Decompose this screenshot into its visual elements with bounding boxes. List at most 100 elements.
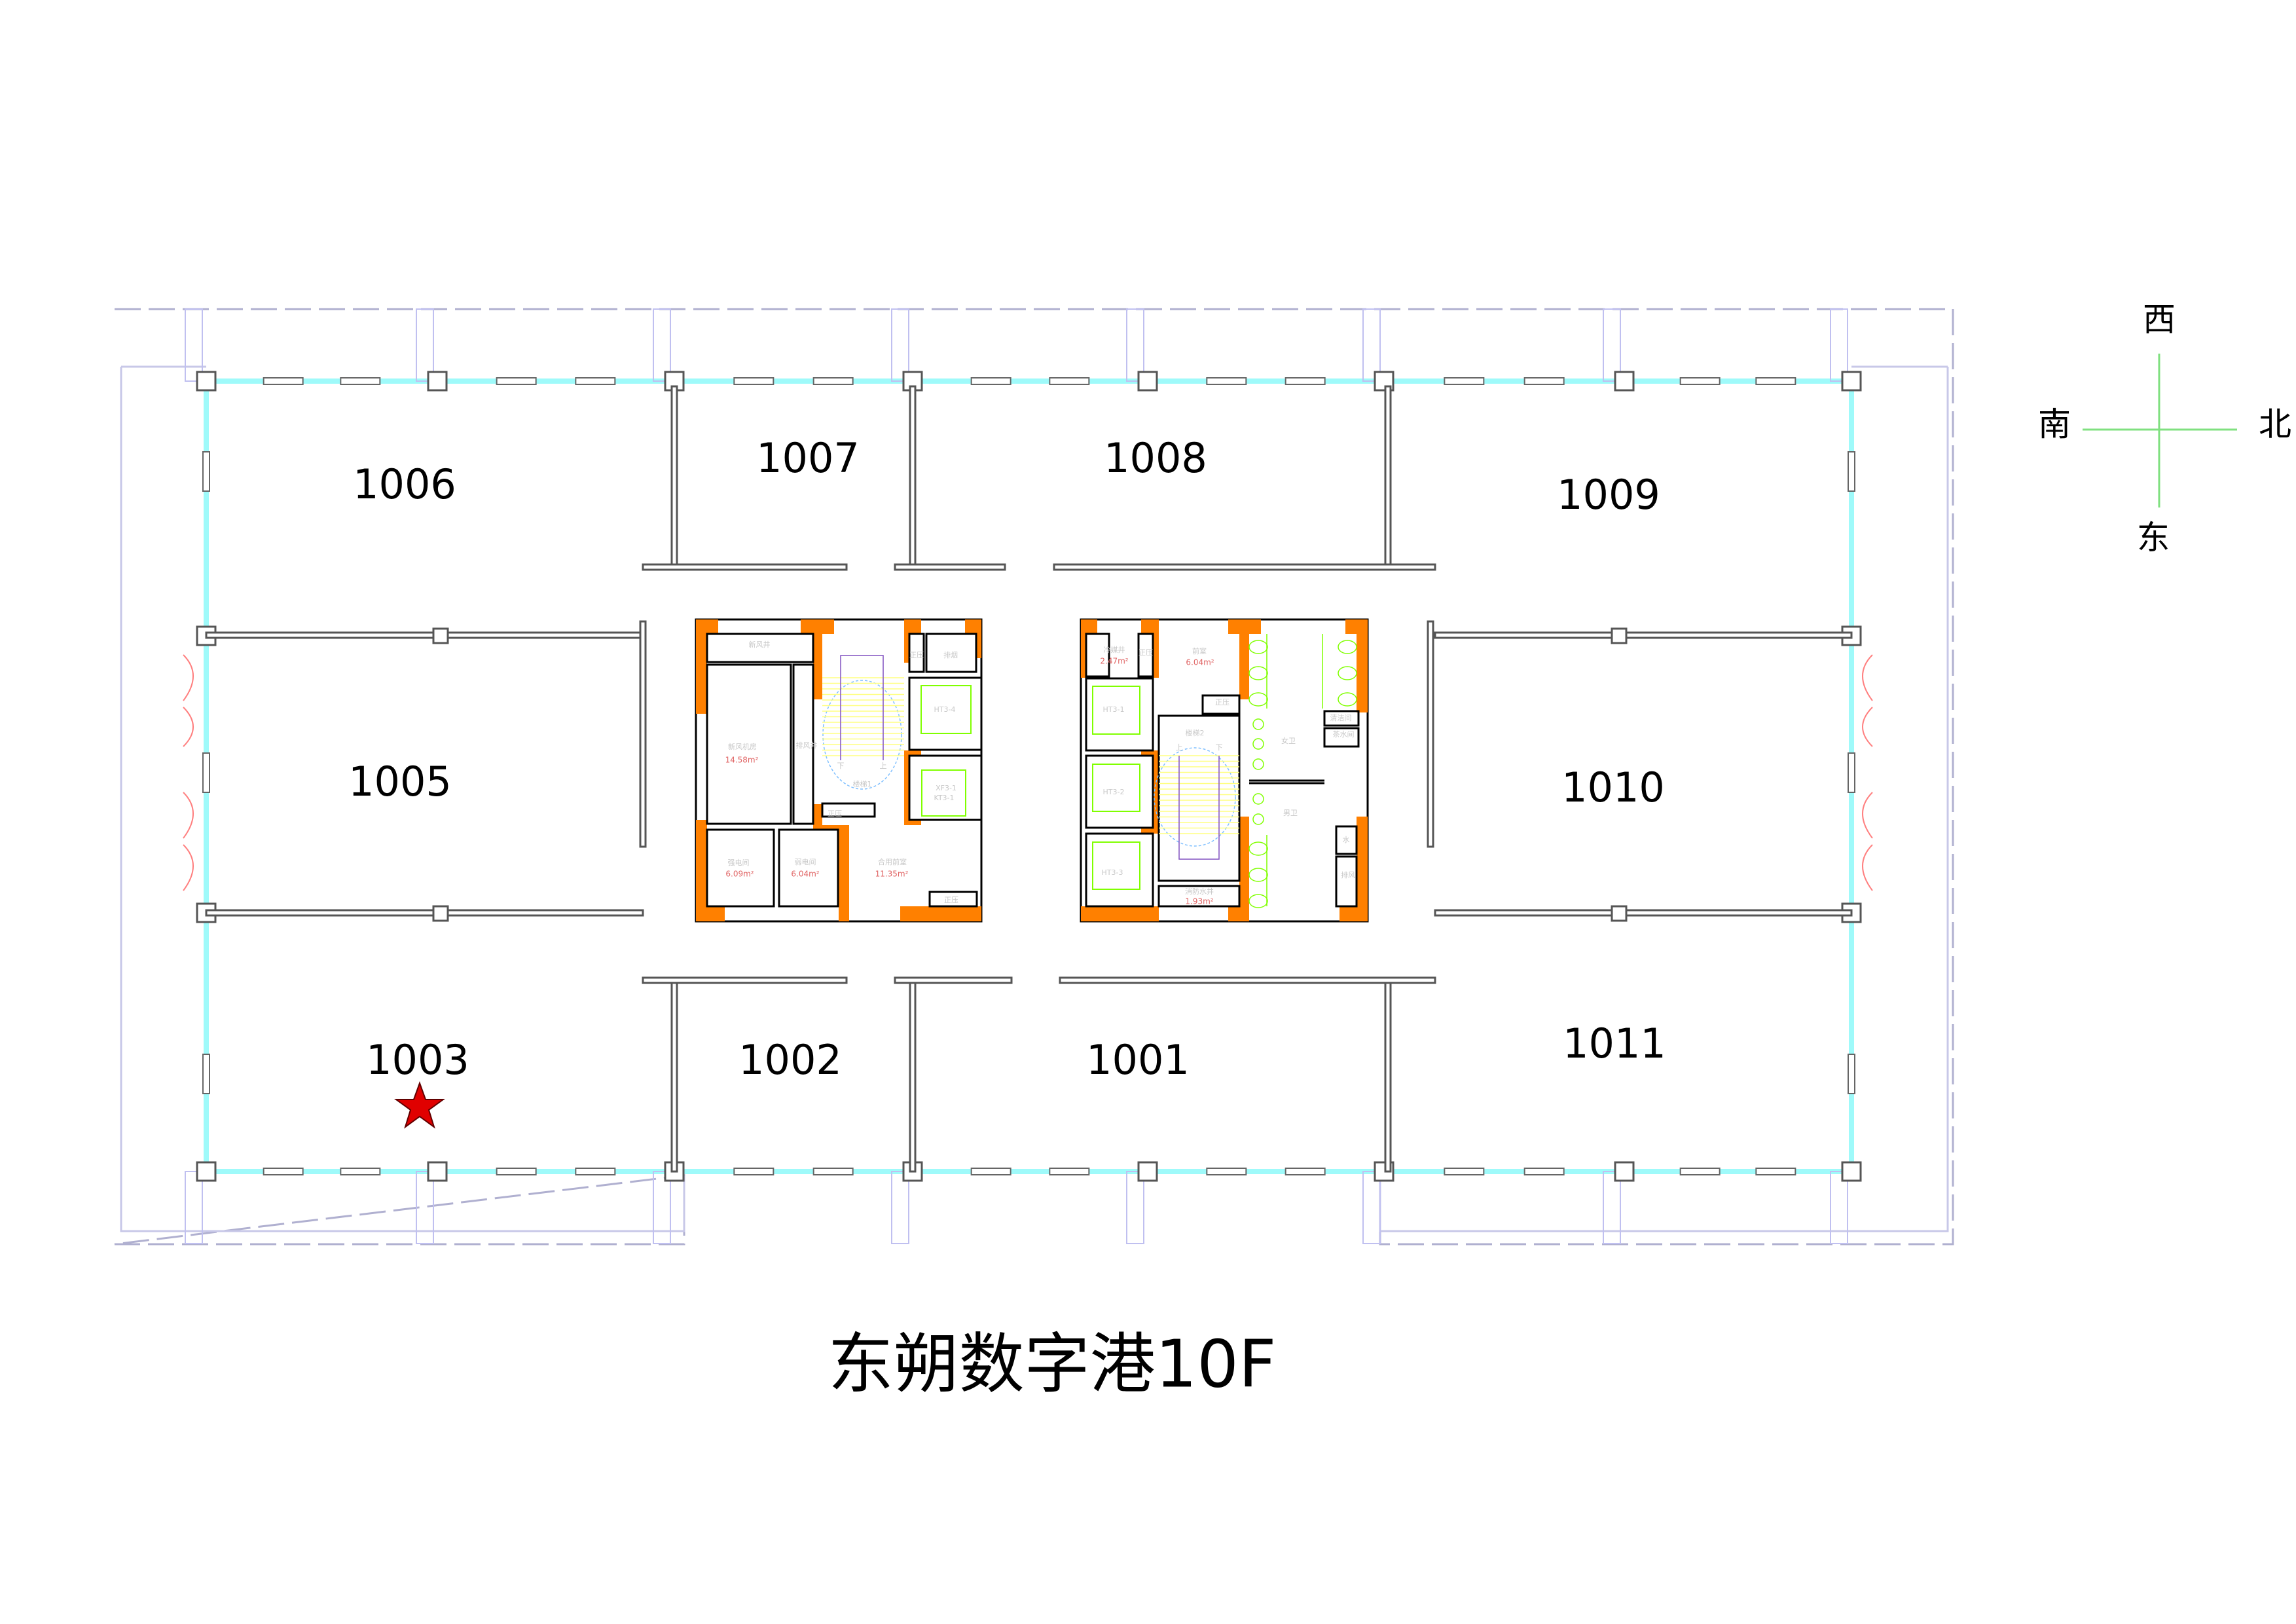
column-fin (1603, 308, 1621, 382)
window-mullion (733, 1168, 774, 1175)
window-mullion (496, 377, 537, 385)
elevator-ht3-2-label: HT3-2 (1103, 788, 1125, 796)
window-mullion (1285, 1168, 1326, 1175)
window-mullion (1848, 752, 1855, 793)
column (1841, 1161, 1862, 1182)
compass-north: 北 (2259, 405, 2291, 443)
window-mullion (340, 1168, 381, 1175)
mens-restroom-label: 男卫 (1283, 809, 1298, 817)
lobby-label: 前室 (1192, 646, 1207, 655)
column-fin (1603, 1171, 1621, 1244)
toilet-icon (1248, 868, 1268, 882)
refrigerant-shaft-area: 2.47m² (1100, 657, 1128, 666)
window-mullion (812, 377, 854, 385)
fresh-air-room-area: 14.58m² (725, 756, 759, 765)
column-fin (185, 1171, 203, 1244)
fresh-air-shaft-label: 新风井 (749, 640, 771, 649)
room-1007: 1007 (756, 434, 860, 482)
entrance-doors (183, 654, 1873, 891)
column (427, 1161, 448, 1182)
window-mullion (263, 1168, 304, 1175)
toilet-icon (1248, 640, 1268, 654)
window-mullion (812, 1168, 854, 1175)
fire-water-shaft-label: 消防水井 (1185, 887, 1214, 896)
refrigerant-shaft-label: 冷媒井 (1104, 645, 1125, 654)
strong-room-area: 6.09m² (725, 870, 754, 879)
column-fin (891, 308, 909, 382)
window-mullion (1523, 1168, 1565, 1175)
balcony-lines (120, 365, 1949, 1232)
stair-2-label: 楼梯2 (1186, 728, 1205, 737)
window-mullion (575, 377, 616, 385)
window-mullion (970, 1168, 1011, 1175)
room-1002: 1002 (738, 1036, 842, 1084)
sink-icon (1252, 738, 1264, 750)
column-fin (1362, 1171, 1381, 1244)
compass-south: 南 (2038, 405, 2071, 443)
column-fin (1126, 1171, 1144, 1244)
room-1009: 1009 (1557, 471, 1660, 519)
toilet-icon (1248, 692, 1268, 707)
room-1005: 1005 (348, 758, 452, 805)
pressurized-label: 正压 (1215, 698, 1230, 707)
water-room-label: 水 (1343, 836, 1350, 844)
stair-1-label: 楼梯1 (853, 779, 872, 788)
window-mullion (1444, 1168, 1485, 1175)
elevators-left (920, 685, 972, 817)
window-mullion (340, 377, 381, 385)
column-fin (1830, 308, 1848, 382)
window-mullion (1848, 1054, 1855, 1094)
window-mullion (1523, 377, 1565, 385)
pressurized-label: 正压 (828, 809, 842, 818)
window-mullion (202, 1054, 210, 1094)
elevator-xf3-1-label: XF3-1 (936, 784, 957, 792)
room-1011: 1011 (1563, 1020, 1666, 1067)
column (196, 371, 217, 392)
compass-west: 西 (2143, 301, 2176, 339)
core-left-walls (696, 619, 981, 921)
core-right-walls (1081, 619, 1368, 921)
pantry-label: 茶水间 (1333, 730, 1355, 739)
sink-icon (1252, 718, 1264, 730)
toilet-icon (1248, 894, 1268, 908)
column-fin (185, 308, 203, 382)
stair-1-down: 下 (837, 762, 845, 770)
stair-2 (1154, 747, 1239, 860)
window-mullion (496, 1168, 537, 1175)
elevator-ht3-3-label: HT3-3 (1102, 868, 1123, 877)
column (196, 1161, 217, 1182)
stair-1 (822, 655, 904, 790)
window-mullion (1444, 377, 1485, 385)
stair-1-up: 上 (880, 762, 887, 770)
column-fin (653, 308, 671, 382)
core-right: 冷媒井 2.47m² 正压 前室 6.04m² 正压 HT3-1 HT3-2 H… (1080, 618, 1369, 923)
room-1001: 1001 (1086, 1036, 1190, 1084)
sink-icon (1252, 793, 1264, 805)
pressurized-label: 正压 (909, 651, 924, 659)
window-mullion (1285, 377, 1326, 385)
sink-icon (1252, 813, 1264, 825)
pressurized-label: 正压 (944, 896, 958, 904)
toilet-icon (1248, 666, 1268, 680)
shared-lobby-area: 11.35m² (875, 870, 909, 879)
window-mullion (1049, 1168, 1090, 1175)
toilet-icon (1248, 841, 1268, 856)
glass-facade (185, 308, 1862, 1244)
column-fin (416, 1171, 434, 1244)
window-mullion (1848, 451, 1855, 492)
weak-room-area: 6.04m² (791, 870, 819, 879)
window-mullion (1049, 377, 1090, 385)
elevator-kt3-1-label: KT3-1 (934, 794, 954, 802)
window-mullion (1755, 377, 1796, 385)
stair-2-up: 上 (1176, 743, 1183, 752)
pressurized-label: 正压 (1139, 648, 1153, 657)
column (1137, 1161, 1158, 1182)
column (1614, 371, 1635, 392)
window-mullion (733, 377, 774, 385)
room-1010: 1010 (1561, 764, 1665, 811)
window-mullion (1679, 377, 1721, 385)
toilet-fixtures (1248, 634, 1357, 908)
lobby-area: 6.04m² (1186, 658, 1214, 667)
window-mullion (202, 752, 210, 793)
column (1841, 371, 1862, 392)
